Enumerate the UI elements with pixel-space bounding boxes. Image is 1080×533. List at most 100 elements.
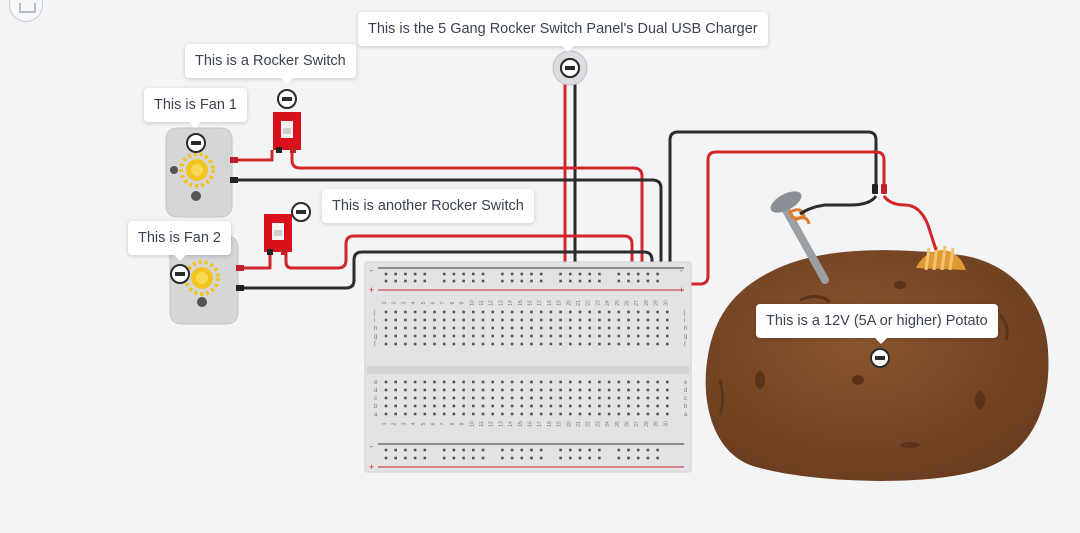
row-label: d [374,388,377,394]
row-label: j [683,310,685,316]
column-label: 24 [605,300,611,306]
wire-black [668,130,878,275]
wire-red [284,234,634,275]
expand-icon [19,3,36,13]
column-label: 30 [663,421,669,427]
column-label: 25 [615,421,621,427]
column-label: 17 [537,421,543,427]
column-label: 7 [440,301,446,304]
column-label: 17 [537,300,543,306]
column-label: 15 [518,421,524,427]
fan-1-label: This is Fan 1 [144,88,247,128]
column-label: 1 [382,301,388,304]
potato[interactable] [705,245,1049,481]
column-label: 22 [586,421,592,427]
column-label: 30 [663,300,669,306]
column-label: 5 [421,301,427,304]
row-label: i [684,318,685,324]
column-label: 8 [450,301,456,304]
column-label: 18 [547,421,553,427]
row-label: h [374,326,377,332]
wire-red [290,140,644,275]
row-label: b [374,404,378,410]
column-label: 5 [421,422,427,425]
wire-red [882,195,938,251]
column-label: 10 [469,421,475,427]
column-label: 2 [392,422,398,425]
rocker-switch-icon[interactable] [264,214,292,255]
row-label: e [684,380,688,386]
column-label: 9 [460,301,466,304]
wire-red [680,150,886,286]
column-label: 21 [576,421,582,427]
usb-charger[interactable] [552,50,588,86]
column-label: 14 [508,421,514,427]
column-label: 3 [401,301,407,304]
column-label: 27 [634,300,640,306]
breadboard[interactable]: - + - + - + 1122334455667788991010111112… [364,261,692,473]
fan-icon[interactable] [169,235,244,325]
column-label: 21 [576,300,582,306]
column-label: 6 [431,301,437,304]
column-label: 16 [528,300,534,306]
row-label: f [374,342,376,348]
rail-plus-label: + [679,285,684,295]
column-label: 23 [595,300,601,306]
column-label: 20 [566,300,572,306]
column-label: 3 [401,422,407,425]
column-label: 12 [489,300,495,306]
row-label: g [684,334,687,340]
column-label: 19 [557,300,563,306]
fan-icon[interactable] [165,127,238,218]
row-label: c [684,396,687,402]
column-label: 29 [654,421,660,427]
rail-plus-label: + [369,285,374,295]
column-label: 10 [469,300,475,306]
column-label: 26 [625,300,631,306]
column-label: 13 [498,300,504,306]
column-label: 9 [460,422,466,425]
column-label: 11 [479,300,485,305]
column-label: 18 [547,300,553,306]
wire-red [242,252,272,270]
column-label: 20 [566,421,572,427]
usb-charger-label: This is the 5 Gang Rocker Switch Panel's… [358,12,768,52]
column-label: 7 [440,422,446,425]
wire-black [242,250,654,290]
wire-black [236,178,663,275]
row-label: h [684,326,687,332]
column-label: 15 [518,300,524,306]
column-label: 13 [498,421,504,427]
wire-black [799,195,878,216]
rocker-switch-2-label: This is another Rocker Switch [321,189,534,223]
column-label: 27 [634,421,640,427]
column-label: 24 [605,421,611,427]
row-label: f [684,342,686,348]
column-label: 25 [615,300,621,306]
row-label: c [374,396,377,402]
column-label: 11 [479,421,485,426]
row-label: i [374,318,375,324]
row-label: a [374,412,378,418]
column-label: 23 [595,421,601,427]
column-label: 1 [382,422,388,425]
row-label: g [374,334,377,340]
column-label: 12 [489,421,495,427]
column-label: 6 [431,422,437,425]
row-label: e [374,380,378,386]
potato-label: This is a 12V (5A or higher) Potato [756,304,998,344]
column-label: 8 [450,422,456,425]
column-label: 22 [586,300,592,306]
wire-red [236,150,274,162]
fan-2-label: This is Fan 2 [128,221,231,261]
row-label: b [684,404,688,410]
rocker-switch-icon[interactable] [273,112,301,153]
nail-icon [770,191,829,284]
row-label: d [684,388,687,394]
rail-minus-label: - [370,442,373,451]
row-label: a [684,412,688,418]
row-label: j [373,310,375,316]
column-label: 26 [625,421,631,427]
column-label: 2 [392,301,398,304]
